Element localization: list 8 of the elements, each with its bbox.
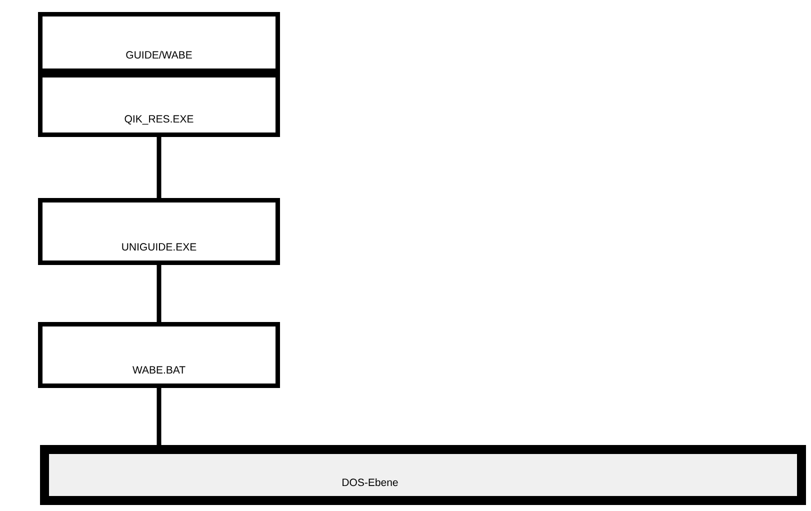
program-box: QIK_RES.EXE bbox=[38, 73, 280, 137]
program-box: UNIGUIDE.EXE bbox=[38, 198, 280, 265]
program-box: WABE.BAT bbox=[38, 322, 280, 388]
connector-line bbox=[156, 265, 162, 322]
connector-line bbox=[156, 388, 162, 445]
connector-line bbox=[156, 137, 162, 198]
level-band: DOS-Ebene bbox=[40, 444, 806, 505]
program-box: GUIDE/WABE bbox=[38, 12, 280, 73]
